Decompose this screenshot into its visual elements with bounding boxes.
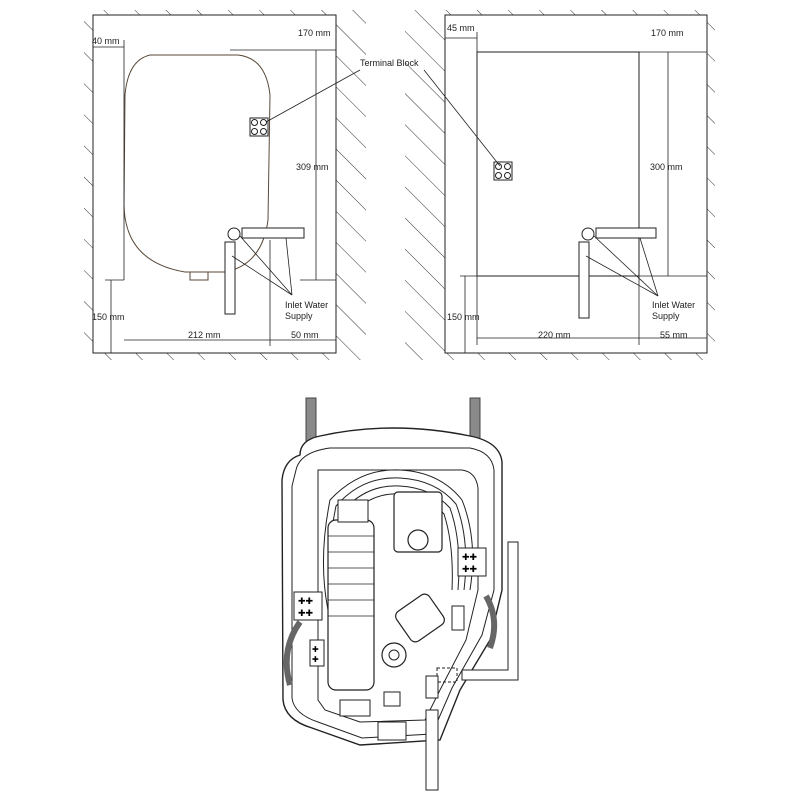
pressure-switch [381,642,407,668]
inlet-drop-pipe [425,709,439,791]
left-dim-top-offset: 170 mm [298,28,331,38]
left-installation-panel: 40 mm 170 mm 309 mm 150 mm 212 mm 50 mm … [84,10,419,360]
left-dim-width: 212 mm [188,330,221,340]
flow-valve [395,593,445,643]
left-dim-left-offset: 40 mm [92,36,120,46]
inlet-water-elbow [461,541,519,681]
left-dim-height: 309 mm [296,162,329,172]
svg-text:✚✚: ✚✚ [298,609,314,619]
left-heater-base-tab [189,271,209,281]
right-dim-bottom-offset: 150 mm [447,312,480,322]
svg-text:✚✚: ✚✚ [462,553,478,563]
left-heater-outline [123,54,271,273]
left-dimension-lines [93,40,336,353]
right-cable-clamp [451,605,465,631]
left-dim-right-offset: 50 mm [291,330,319,340]
left-inlet-pipe-horizontal [241,227,305,239]
svg-text:✚✚: ✚✚ [462,565,478,575]
left-inlet-label-line1: Inlet Water [285,300,328,310]
left-callout-leaders [231,69,361,296]
right-incoming-cable [483,594,498,650]
internal-back-plate [317,469,479,723]
terminal-block-label: Terminal Block [360,58,419,68]
earth-terminal: ✚ ✚ [309,639,325,667]
left-terminal-block-bottom: ✚✚ ✚✚ [293,591,323,621]
right-installation-panel: 45 mm 170 mm 300 mm 150 mm 220 mm 55 mm … [405,10,715,360]
left-inlet-pipe-end [227,227,241,241]
heater-internal-view: ✚✚ ✚✚ ✚✚ ✚✚ ✚ ✚ [281,397,519,791]
right-inlet-pipe-vertical [578,241,590,319]
heating-tank-fins [328,535,374,617]
right-inlet-label-line2: Supply [652,311,680,321]
right-inlet-pipe-horizontal [595,227,657,239]
left-wall-face [92,14,337,354]
right-dimension-lines [445,32,707,353]
right-callout-leaders [423,69,659,297]
svg-text:✚: ✚ [312,645,319,654]
right-terminal-block [493,161,513,181]
bottom-connector [377,721,407,741]
pressure-switch-core [388,649,400,661]
bottom-outlet-fitting [339,699,371,717]
right-dim-width: 220 mm [538,330,571,340]
right-dim-left-offset: 45 mm [447,23,475,33]
left-inlet-label-line2: Supply [285,311,313,321]
right-dim-height: 300 mm [650,162,683,172]
inlet-dashed-connection [436,667,458,683]
right-wall-face [444,14,708,354]
right-dim-right-offset: 55 mm [660,330,688,340]
heating-tank [327,519,375,691]
right-dim-top-offset: 170 mm [651,28,684,38]
right-terminal-block-bottom: ✚✚ ✚✚ [457,547,487,577]
left-inlet-pipe-vertical [224,241,236,315]
tank-top-connector [337,499,369,523]
inlet-upper-pipe [425,675,439,699]
svg-text:✚: ✚ [312,655,319,664]
control-valve-body [393,491,443,553]
left-terminal-block [249,117,269,137]
svg-text:✚✚: ✚✚ [298,597,314,607]
left-dim-bottom-offset: 150 mm [92,312,125,322]
heater-housing-inner [291,447,495,739]
right-inlet-pipe-end [581,227,595,241]
right-inlet-label-line1: Inlet Water [652,300,695,310]
bottom-switch [383,691,401,707]
right-heater-outline [476,51,640,277]
left-incoming-cable [283,620,303,686]
valve-motor [407,529,429,551]
